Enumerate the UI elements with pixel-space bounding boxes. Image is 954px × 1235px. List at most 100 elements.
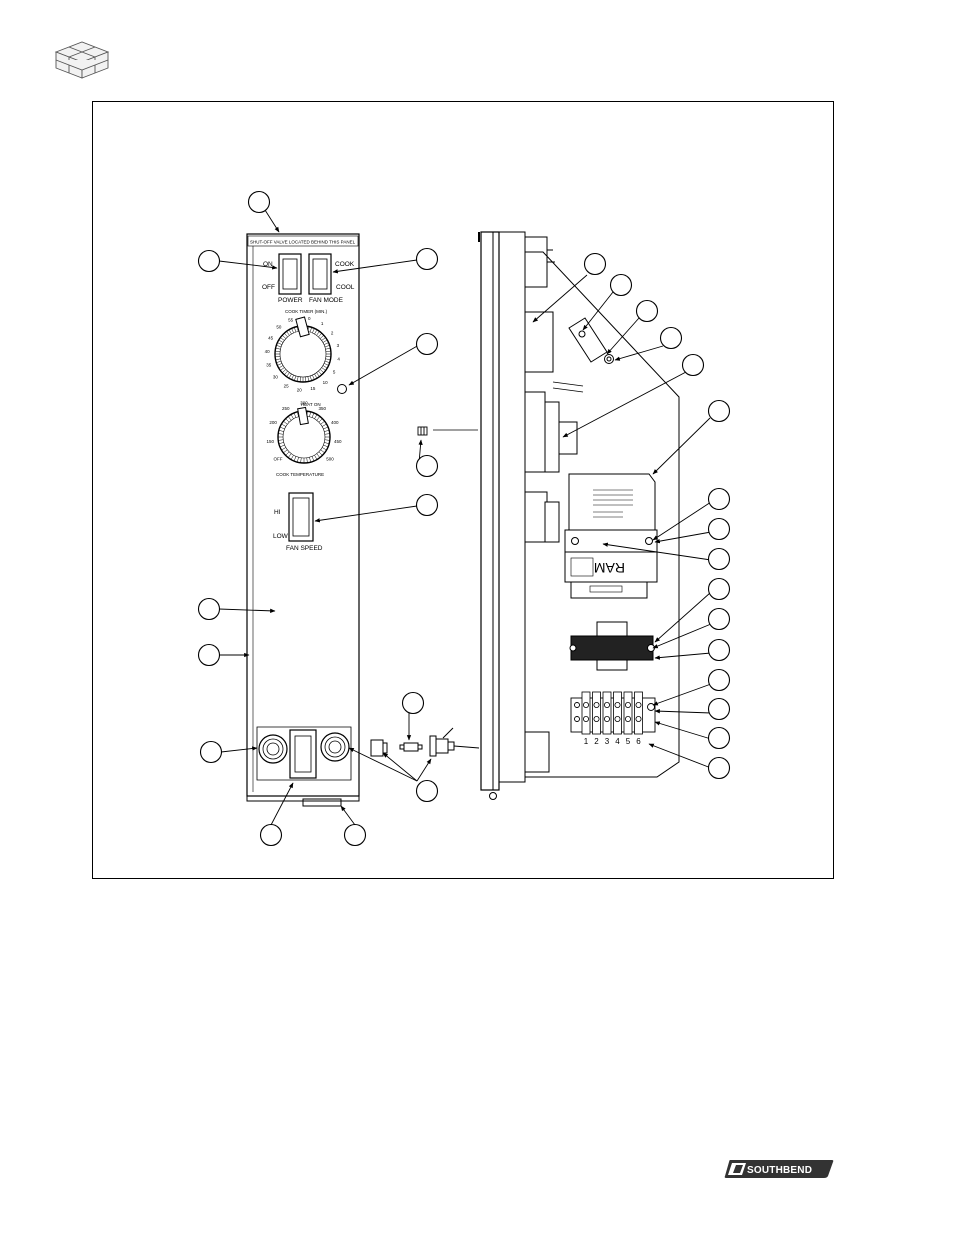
terminal-block <box>570 691 656 735</box>
callout <box>707 726 731 750</box>
heat-on-label: HEAT ON <box>301 402 321 407</box>
callout <box>197 597 221 621</box>
terminal-number: 3 <box>605 737 610 746</box>
exploded-control-panel-diagram: SHUT-OFF VALVE LOCATED BEHIND THIS PANEL… <box>197 190 731 847</box>
dial-mark: 500 <box>326 456 334 461</box>
power-on-label: ON <box>263 261 273 268</box>
callout <box>707 756 731 780</box>
exploded-cube-icon <box>54 41 110 79</box>
callout <box>197 643 221 667</box>
fuse-holder-left <box>258 734 288 764</box>
dial-mark: 4 <box>337 357 340 362</box>
callout <box>707 577 731 601</box>
dial-mark: 40 <box>265 349 271 354</box>
contactor <box>544 401 578 543</box>
callout <box>707 668 731 692</box>
dial-mark: 15 <box>310 386 316 391</box>
fan-speed-label: FAN SPEED <box>286 545 323 552</box>
callout <box>707 487 731 511</box>
dial-mark: 0 <box>308 316 311 321</box>
power-off-label: OFF <box>262 284 275 291</box>
dial-mark: 300 <box>300 401 308 406</box>
terminal-number: 6 <box>636 737 641 746</box>
fan-mode-cool-label: COOL <box>336 284 355 291</box>
callout <box>343 823 367 847</box>
callout <box>401 691 425 715</box>
dial-mark: 55 <box>288 318 294 323</box>
callout <box>247 190 271 214</box>
cook-temperature-title: COOK TEMPERATURE <box>276 472 324 477</box>
terminal-number: 4 <box>615 737 620 746</box>
callout <box>707 697 731 721</box>
valve-label: SHUT-OFF VALVE LOCATED BEHIND THIS PANEL <box>250 240 356 245</box>
front-panel <box>246 233 360 807</box>
callout <box>583 252 607 276</box>
dial-mark: 30 <box>273 375 279 380</box>
terminal-number: 5 <box>626 737 631 746</box>
fan-speed-hi-label: HI <box>274 509 281 516</box>
power-switch-label: POWER <box>278 297 303 304</box>
callout <box>415 454 439 478</box>
callout <box>415 247 439 271</box>
callout <box>707 547 731 571</box>
ram-module-label: RAM <box>594 560 625 576</box>
terminal-number: 1 <box>584 737 589 746</box>
callout <box>707 607 731 631</box>
southbend-logo: SOUTHBEND <box>724 1160 834 1178</box>
terminal-number: 2 <box>594 737 599 746</box>
fan-mode-label: FAN MODE <box>309 297 344 304</box>
fan-mode-cook-label: COOK <box>335 261 355 268</box>
limit-switch <box>568 317 614 364</box>
callout <box>415 493 439 517</box>
valve-label-strip <box>247 235 359 247</box>
dial-mark: 1 <box>321 321 324 326</box>
dial-mark: 450 <box>334 439 342 444</box>
dial-mark: 3 <box>337 343 340 348</box>
dial-mark: OFF <box>273 456 282 461</box>
thermostat-dial <box>277 406 331 464</box>
fan-speed-switch <box>288 492 314 542</box>
fan-mode-switch <box>308 253 332 295</box>
fan-speed-low-label: LOW <box>273 533 289 540</box>
screw <box>417 426 478 436</box>
callout <box>609 273 633 297</box>
dial-mark: 45 <box>268 336 274 341</box>
callout <box>199 740 223 764</box>
diagram-frame: SHUT-OFF VALVE LOCATED BEHIND THIS PANEL… <box>92 101 834 879</box>
callout <box>635 299 659 323</box>
main-rocker-switch <box>289 729 317 779</box>
dial-mark: 2 <box>331 330 334 335</box>
heat-on-indicator-light <box>337 384 347 394</box>
callout <box>707 399 731 423</box>
dial-mark: 50 <box>276 325 282 330</box>
callout <box>707 638 731 662</box>
cook-timer-dial <box>274 316 332 383</box>
side-chassis <box>478 231 680 800</box>
callout <box>415 779 439 803</box>
callout-circles <box>197 190 731 847</box>
callout <box>415 332 439 356</box>
cook-timer-title: COOK TIMER (MIN.) <box>285 309 328 314</box>
callout <box>659 326 683 350</box>
power-switch <box>278 253 302 295</box>
logo-text: SOUTHBEND <box>747 1165 812 1176</box>
transformer <box>569 621 655 671</box>
dial-mark: 200 <box>269 420 277 425</box>
callout <box>707 517 731 541</box>
callout <box>259 823 283 847</box>
fuse-holder-right <box>320 732 350 762</box>
ram-control-module <box>564 473 658 599</box>
callout <box>681 353 705 377</box>
callout <box>197 249 221 273</box>
dial-mark: 25 <box>284 383 290 388</box>
dial-mark: 10 <box>323 380 329 385</box>
dial-mark: 150 <box>267 439 275 444</box>
dial-mark: 250 <box>282 406 290 411</box>
fuse-parts <box>370 727 480 757</box>
dial-mark: 20 <box>297 387 303 392</box>
dial-mark: 400 <box>331 420 339 425</box>
dial-mark: 35 <box>266 363 272 368</box>
